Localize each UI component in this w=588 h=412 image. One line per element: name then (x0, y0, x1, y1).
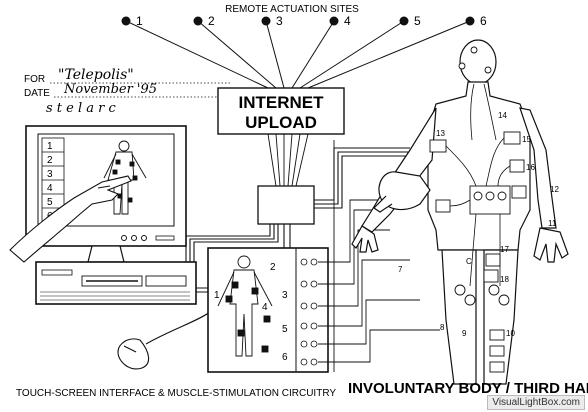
body-wires (445, 83, 511, 287)
body-electrodes (429, 46, 527, 373)
panel-to-body-cables (318, 140, 440, 372)
monitor-knob-2 (131, 235, 137, 241)
monitor-row-4: 4 (47, 183, 53, 194)
form-block: FOR "Telepolis" DATE November '95 s t e … (24, 67, 230, 116)
body-label-10: 10 (506, 329, 515, 338)
site-label-4: 4 (344, 14, 351, 28)
site-label-3: 3 (276, 14, 283, 28)
internet-upload-box: INTERNET UPLOAD (217, 87, 345, 135)
panel-label-2: 2 (270, 262, 276, 273)
body-label-14: 14 (498, 111, 507, 120)
body-label-7: 7 (398, 265, 403, 274)
site-connection-lines (125, 20, 471, 89)
upload-line-1: INTERNET (239, 93, 325, 112)
panel-label-6: 6 (282, 352, 288, 363)
panel-label-4: 4 (262, 302, 268, 313)
monitor-row-5: 5 (47, 197, 53, 208)
monitor-row-3: 3 (47, 169, 53, 180)
muscle-stimulation-panel: 1 2 3 4 5 6 (207, 247, 329, 373)
monitor-row-2: 2 (47, 155, 53, 166)
site-3: 3 (261, 14, 283, 28)
caption-left: TOUCH-SCREEN INTERFACE & MUSCLE-STIMULAT… (16, 388, 336, 399)
panel-figure (217, 255, 273, 357)
date-label: DATE (24, 88, 50, 99)
hub-box (257, 185, 315, 225)
computer-mouse (117, 311, 211, 370)
body-label-18: 18 (500, 275, 509, 284)
site-4: 4 (329, 14, 351, 28)
body-label-17: 17 (500, 245, 509, 254)
upload-line-2: UPLOAD (245, 113, 317, 132)
site-label-5: 5 (414, 14, 421, 28)
signature: s t e l a r c (46, 101, 117, 116)
body-label-9: 9 (462, 329, 467, 338)
body-figure (351, 39, 569, 385)
site-label-6: 6 (480, 14, 487, 28)
monitor-knob-3 (141, 235, 147, 241)
body-label-12: 12 (550, 185, 559, 194)
monitor-stand (87, 245, 125, 263)
body-label-13: 13 (436, 129, 445, 138)
body-label-11: 11 (548, 219, 557, 228)
site-label-1: 1 (136, 14, 143, 28)
watermark: VisualLightBox.com (487, 395, 585, 410)
remote-sites: 1 2 3 4 5 6 (121, 14, 487, 28)
caption-right: INVOLUNTARY BODY / THIRD HAND (348, 380, 588, 397)
body-number-labels: 13 14 15 16 17 18 12 11 7 8 9 10 C (398, 111, 559, 338)
for-value: "Telepolis" (58, 67, 134, 83)
site-1: 1 (121, 14, 143, 28)
body-label-15: 15 (522, 135, 531, 144)
site-label-2: 2 (208, 14, 215, 28)
upload-cables (267, 133, 309, 187)
body-label-8: 8 (440, 323, 445, 332)
site-5: 5 (399, 14, 421, 28)
computer-base-unit (35, 261, 197, 305)
panel-label-3: 3 (282, 290, 288, 301)
body-label-16: 16 (526, 163, 535, 172)
body-label-c: C (466, 257, 472, 266)
panel-label-5: 5 (282, 324, 288, 335)
remote-sites-title: REMOTE ACTUATION SITES (225, 4, 359, 15)
panel-label-1: 1 (214, 290, 220, 301)
for-label: FOR (24, 74, 45, 85)
date-value: November '95 (63, 82, 157, 97)
panel-output-sockets (300, 258, 318, 366)
pointing-hand (9, 175, 132, 263)
monitor-row-1: 1 (47, 141, 53, 152)
monitor-knob-1 (121, 235, 127, 241)
